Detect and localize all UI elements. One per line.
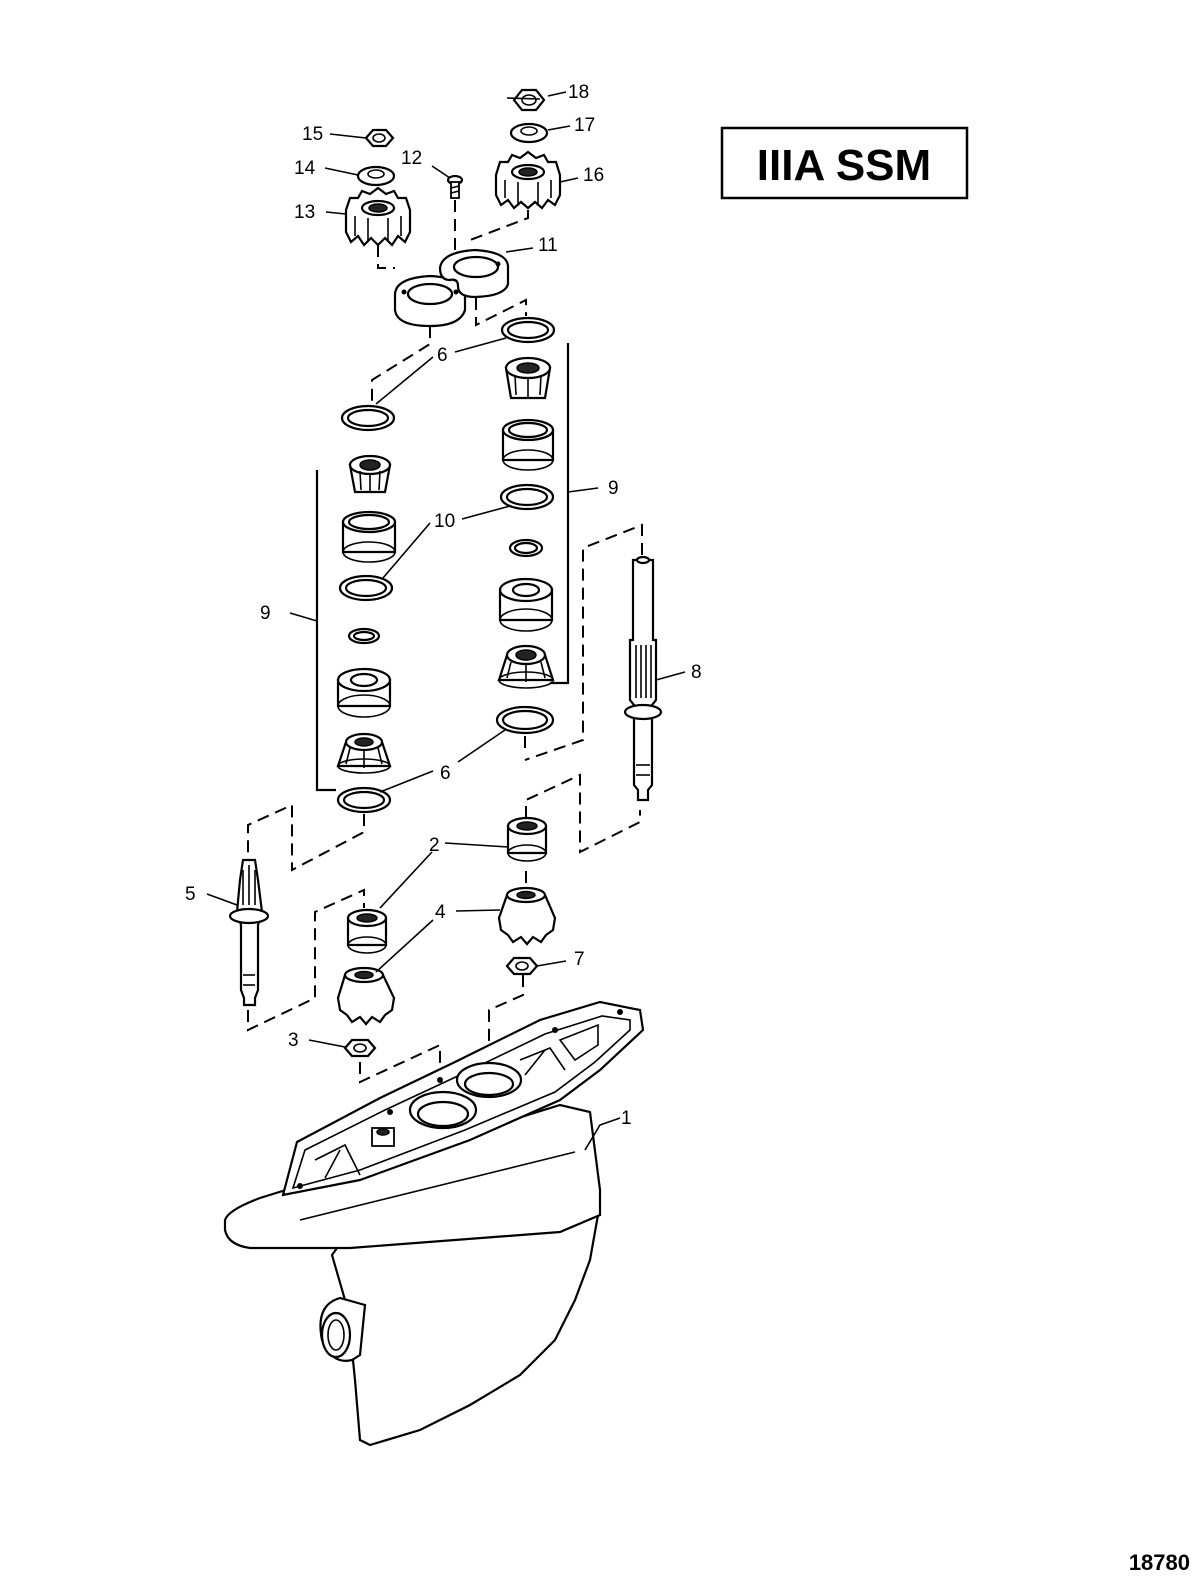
part-8-driveshaft [623,555,663,802]
callout-1: 1 [621,1108,632,1129]
part-17-washer [509,122,549,144]
callout-3: 3 [288,1030,299,1051]
part-11-carrier [393,248,510,328]
bracket-9-left [315,470,336,792]
callout-13: 13 [294,202,315,223]
alignment-lines [247,200,643,1084]
part-16-gear [494,150,562,210]
part-18-nut [512,88,546,112]
callout-5: 5 [185,884,196,905]
callout-16: 16 [583,165,604,186]
callout-2: 2 [429,835,440,856]
part-13-gear [344,186,412,247]
callout-9-right: 9 [608,478,619,499]
callout-6-upper: 6 [437,345,448,366]
right-bearing-stack [495,316,556,735]
callout-labels: 1 2 3 4 5 6 6 7 8 9 9 10 11 12 13 14 15 … [185,82,702,1129]
part-3-nut [343,1038,377,1058]
callout-4: 4 [435,902,446,923]
callout-12: 12 [401,148,422,169]
part-5-pinion-shaft [228,858,270,1007]
leader-lines [206,91,686,1151]
callout-8: 8 [691,662,702,683]
callout-18: 18 [568,82,589,103]
callout-9-left: 9 [260,603,271,624]
part-2-bearing-right [506,816,548,862]
part-14-washer [356,165,396,187]
callout-6-lower: 6 [440,763,451,784]
part-1-gear-housing [223,1000,645,1447]
callout-15: 15 [302,124,323,145]
part-2-bearing-left [346,908,388,954]
bracket-9-right [550,343,570,685]
callout-10: 10 [434,511,455,532]
part-4-gear-right [497,886,557,946]
part-4-gear-left [336,966,396,1026]
title-box: IIIA SSM [720,126,969,200]
left-bearing-stack [336,404,397,814]
callout-11: 11 [538,235,558,256]
callout-17: 17 [574,115,595,136]
part-15-nut [364,128,395,148]
drawing-number: 18780 [1129,1550,1190,1575]
part-7-nut [505,956,539,976]
callout-7: 7 [574,949,585,970]
title-text: IIIA SSM [757,141,931,190]
callout-14: 14 [294,158,316,179]
part-12-screw [446,174,464,199]
